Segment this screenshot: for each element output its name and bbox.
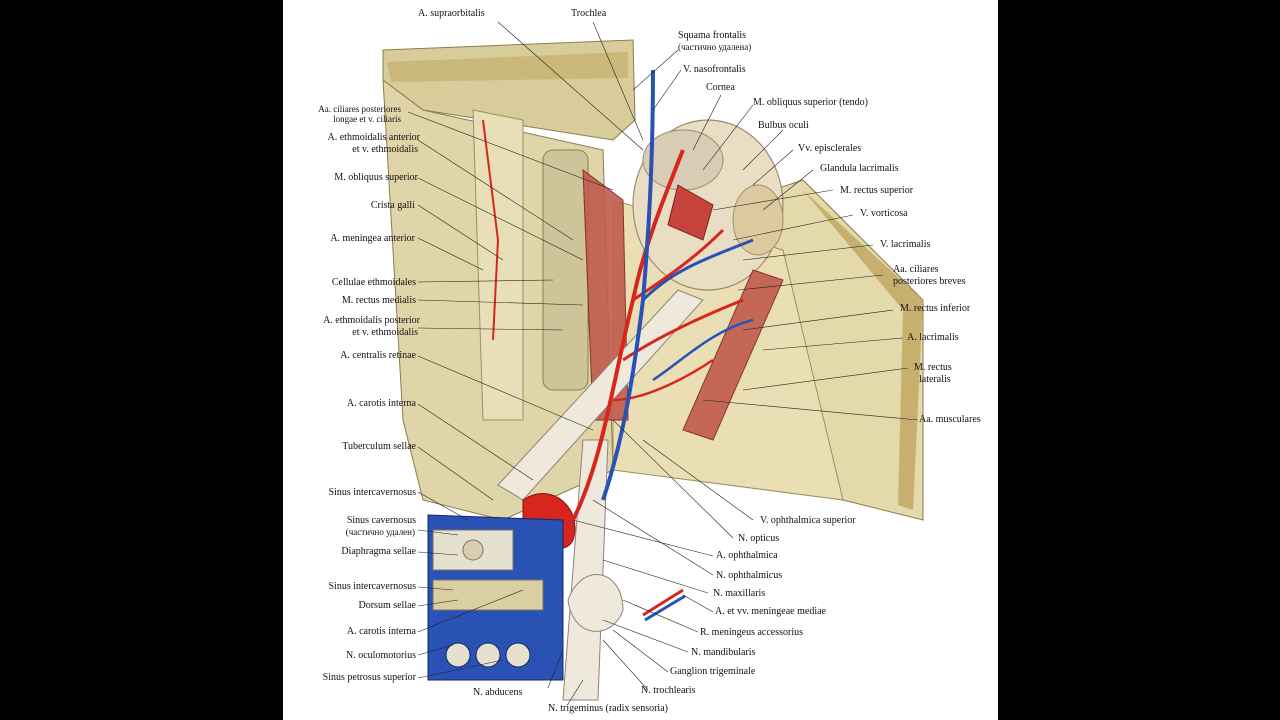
label-v-vorticosa: V. vorticosa <box>860 208 908 219</box>
label-a-carotis-interna-2: A. carotis interna <box>346 626 416 637</box>
label-v-lacrimalis: V. lacrimalis <box>880 239 931 250</box>
label-n-opticus: N. opticus <box>738 533 780 544</box>
label-a-carotis-interna: A. carotis interna <box>346 398 416 409</box>
label-a-meningea-anterior: A. meningea anterior <box>330 233 415 244</box>
label-n-maxillaris: N. maxillaris <box>713 588 766 599</box>
ganglion-shape <box>567 574 624 632</box>
label-cellulae-ethmoidales: Cellulae ethmoidales <box>331 277 416 288</box>
label-trochlea: Trochlea <box>571 8 607 19</box>
ethmoid-cells <box>542 149 589 391</box>
label-n-trigeminus: N. trigeminus (radix sensoria) <box>548 703 668 714</box>
label-bulbus-oculi: Bulbus oculi <box>758 120 809 131</box>
ethmoid-plate <box>472 109 524 421</box>
label-ganglion-trigeminale: Ganglion trigeminale <box>670 666 756 677</box>
rectus-lateralis-muscle <box>682 269 784 441</box>
dorsum-sellae-shape <box>432 579 544 611</box>
label-sinus-cavernosus-2: (частично удален) <box>345 527 415 537</box>
label-n-ophthalmicus: N. ophthalmicus <box>716 570 783 581</box>
label-n-oculomotorius: N. oculomotorius <box>346 650 416 661</box>
label-sinus-cavernosus-1: Sinus cavernosus <box>346 515 416 526</box>
label-m-obliquus-superior-tendo: M. obliquus superior (tendo) <box>753 97 868 108</box>
ethmoidal-artery <box>482 119 500 341</box>
label-dorsum-sellae: Dorsum sellae <box>358 600 417 611</box>
label-v-nasofrontalis: V. nasofrontalis <box>683 64 746 75</box>
label-v-ophthalmica-superior: V. ophthalmica superior <box>760 515 856 526</box>
label-a-ophthalmica: A. ophthalmica <box>716 550 778 561</box>
label-aa-ciliares-breves-2: posteriores breves <box>893 276 966 287</box>
label-a-et-vv-meningeae-mediae: A. et vv. meningeae mediae <box>715 606 826 617</box>
label-vv-episclerales: Vv. episclerales <box>798 143 862 154</box>
label-sinus-petrosus-superior: Sinus petrosus superior <box>322 672 416 683</box>
label-glandula-lacrimalis: Glandula lacrimalis <box>820 163 899 174</box>
middle-meningeal-vessels <box>642 588 684 617</box>
orbit-anatomy-drawing <box>382 21 924 705</box>
label-aa-musculares: Aa. musculares <box>919 414 981 425</box>
label-a-ethmoidalis-posterior-1: A. ethmoidalis posterior <box>323 315 420 326</box>
label-squama-frontalis: Squama frontalis <box>678 30 747 41</box>
label-a-ethmoidalis-posterior-2: et v. ethmoidalis <box>352 327 418 338</box>
label-m-rectus-inferior: M. rectus inferior <box>900 303 971 314</box>
label-aa-ciliares-longae-2: longae et v. ciliaris <box>333 114 401 124</box>
label-n-trochlearis: N. trochlearis <box>641 685 696 696</box>
label-a-ethmoidalis-anterior-2: et v. ethmoidalis <box>352 144 418 155</box>
label-a-supraorbitalis: A. supraorbitalis <box>418 8 485 19</box>
label-crista-galli: Crista galli <box>370 200 415 211</box>
rectus-superior-muscle <box>667 184 714 241</box>
label-n-mandibularis: N. mandibularis <box>691 647 756 658</box>
label-aa-ciliares-longae-1: Aa. ciliares posteriores <box>318 104 401 114</box>
label-sinus-intercavernosus-1: Sinus intercavernosus <box>328 487 417 498</box>
sella-foramen <box>462 539 484 561</box>
label-n-abducens: N. abducens <box>473 687 523 698</box>
label-diaphragma-sellae: Diaphragma sellae <box>341 546 416 557</box>
label-a-centralis-retinae: A. centralis retinae <box>340 350 416 361</box>
label-sinus-intercavernosus-2: Sinus intercavernosus <box>328 581 417 592</box>
frontal-bone-diploe <box>387 52 628 82</box>
lateral-wall-diploe <box>803 190 923 510</box>
ophthalmic-artery <box>571 149 685 521</box>
label-aa-ciliares-breves-1: Aa. ciliares <box>893 264 939 275</box>
label-a-lacrimalis: A. lacrimalis <box>907 332 959 343</box>
label-tuberculum-sellae: Tuberculum sellae <box>342 441 416 452</box>
label-cornea: Cornea <box>706 82 735 93</box>
label-m-rectus-lateralis-2: lateralis <box>919 374 951 385</box>
label-m-rectus-medialis: M. rectus medialis <box>341 295 416 306</box>
label-m-rectus-superior: M. rectus superior <box>840 185 914 196</box>
label-m-rectus-lateralis-1: M. rectus <box>914 362 952 373</box>
illustration-panel: A. supraorbitalis Trochlea Squama fronta… <box>283 0 998 720</box>
label-r-meningeus-accessorius: R. meningeus accessorius <box>700 627 804 638</box>
label-m-obliquus-superior: M. obliquus superior <box>334 172 418 183</box>
leader-lines <box>407 21 919 705</box>
label-squama-frontalis-note: (частично удалена) <box>678 42 752 52</box>
label-a-ethmoidalis-anterior-1: A. ethmoidalis anterior <box>327 132 420 143</box>
